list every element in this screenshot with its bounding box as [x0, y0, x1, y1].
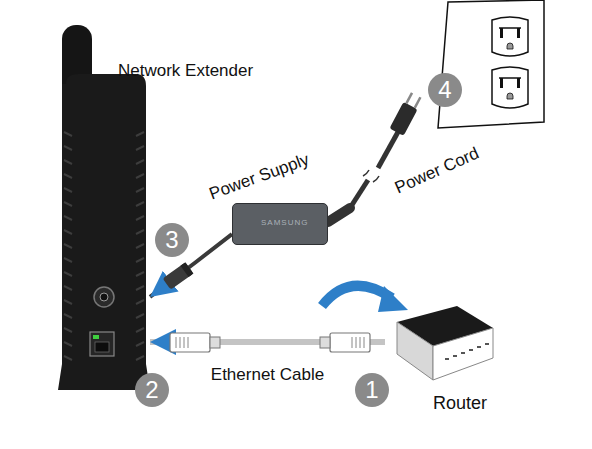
router-shape: [385, 300, 495, 382]
rj45-plug-extender: [170, 333, 220, 352]
wall-plate: [438, 0, 544, 128]
network-extender: Network Extender: [58, 22, 150, 392]
callout-number: 3: [155, 223, 189, 257]
plug-in-arrow: [322, 286, 408, 312]
router: Router: [385, 300, 495, 382]
device-label: Network Extender: [118, 62, 253, 81]
edge-label: Ethernet Cable: [211, 366, 324, 383]
device-label: Router: [433, 394, 487, 414]
dc-plug: [163, 262, 194, 290]
callout-number: 1: [355, 373, 389, 407]
device-label: Power Supply: [207, 151, 312, 204]
power-cord: [328, 91, 423, 222]
callout-number: 4: [428, 73, 462, 107]
power-supply: Power SupplySAMSUNG: [232, 203, 328, 245]
callout-number: 2: [135, 373, 169, 407]
rj45-plug-router: [320, 333, 370, 352]
outlet-upper: [492, 17, 528, 56]
brand-text: SAMSUNG: [261, 219, 308, 228]
ethernet-cable: [150, 339, 385, 345]
part-label: Power Cord: [392, 144, 481, 196]
outlet-lower: [492, 67, 528, 108]
